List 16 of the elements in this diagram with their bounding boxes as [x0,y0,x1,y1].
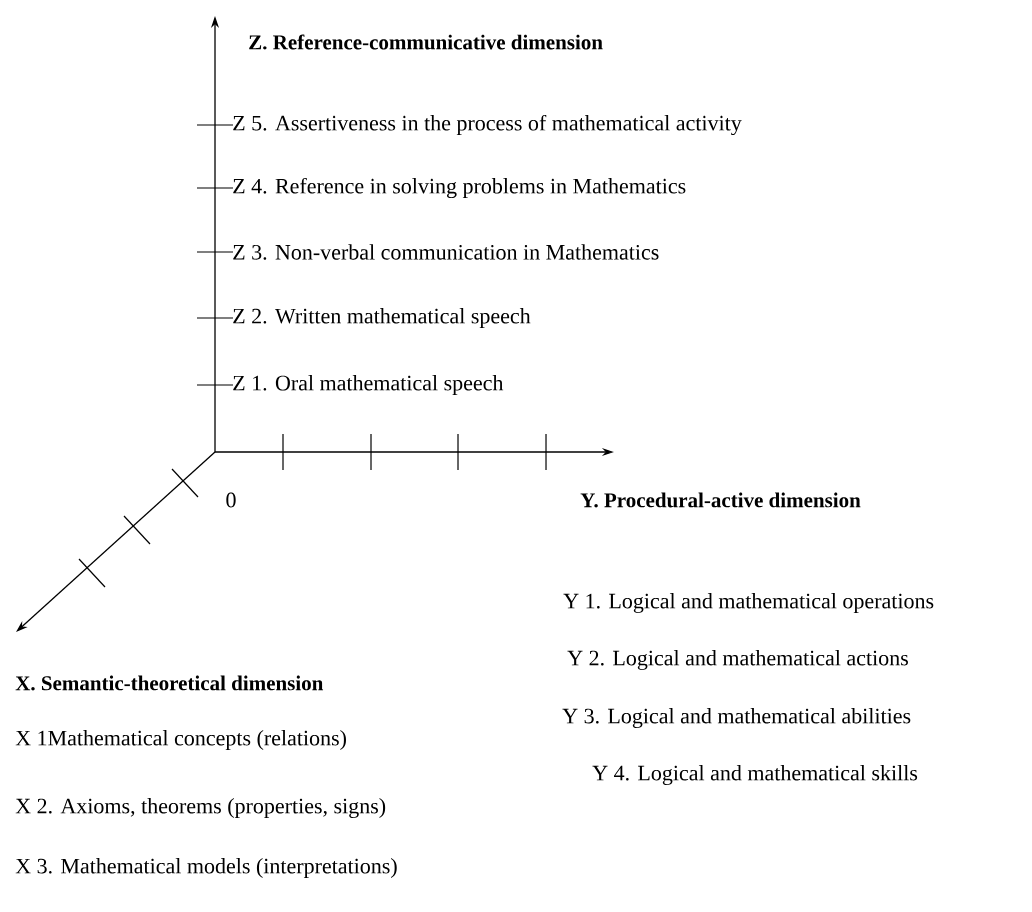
axis-item-label: Z 1. Oral mathematical speech [233,375,504,395]
axis-title: Z. Reference-communicative dimension [249,34,603,50]
axis-item-label: X 1Mathematical concepts (relations) [15,730,346,750]
axis-item-label: Y 3. Logical and mathematical abilities [562,708,911,728]
axis-item-label: X 3. Mathematical models (interpretations) [15,858,397,878]
axis-item-label: Z 2. Written mathematical speech [233,308,531,328]
axis-item-label: Z 3. Non-verbal communication in Mathematics [233,244,659,260]
axis-title: Y. Procedural-active dimension [580,492,861,508]
axis-item-label: Y 1. Logical and mathematical operations [563,593,934,613]
axis-item-label: Z 5. Assertiveness in the process of mathematical activity [233,114,742,136]
axis-item-label: Y 2. Logical and mathematical actions [567,650,908,670]
axis-title: X. Semantic-theoretical dimension [15,675,324,691]
axis-item-label: X 2. Axioms, theorems (properties, signs) [15,798,386,818]
axis-item-label: Y 4. Logical and mathematical skills [592,765,918,785]
origin-label: 0 [226,492,236,508]
axis-item-label: Z 4. Reference in solving problems in Mathematics [233,177,686,199]
